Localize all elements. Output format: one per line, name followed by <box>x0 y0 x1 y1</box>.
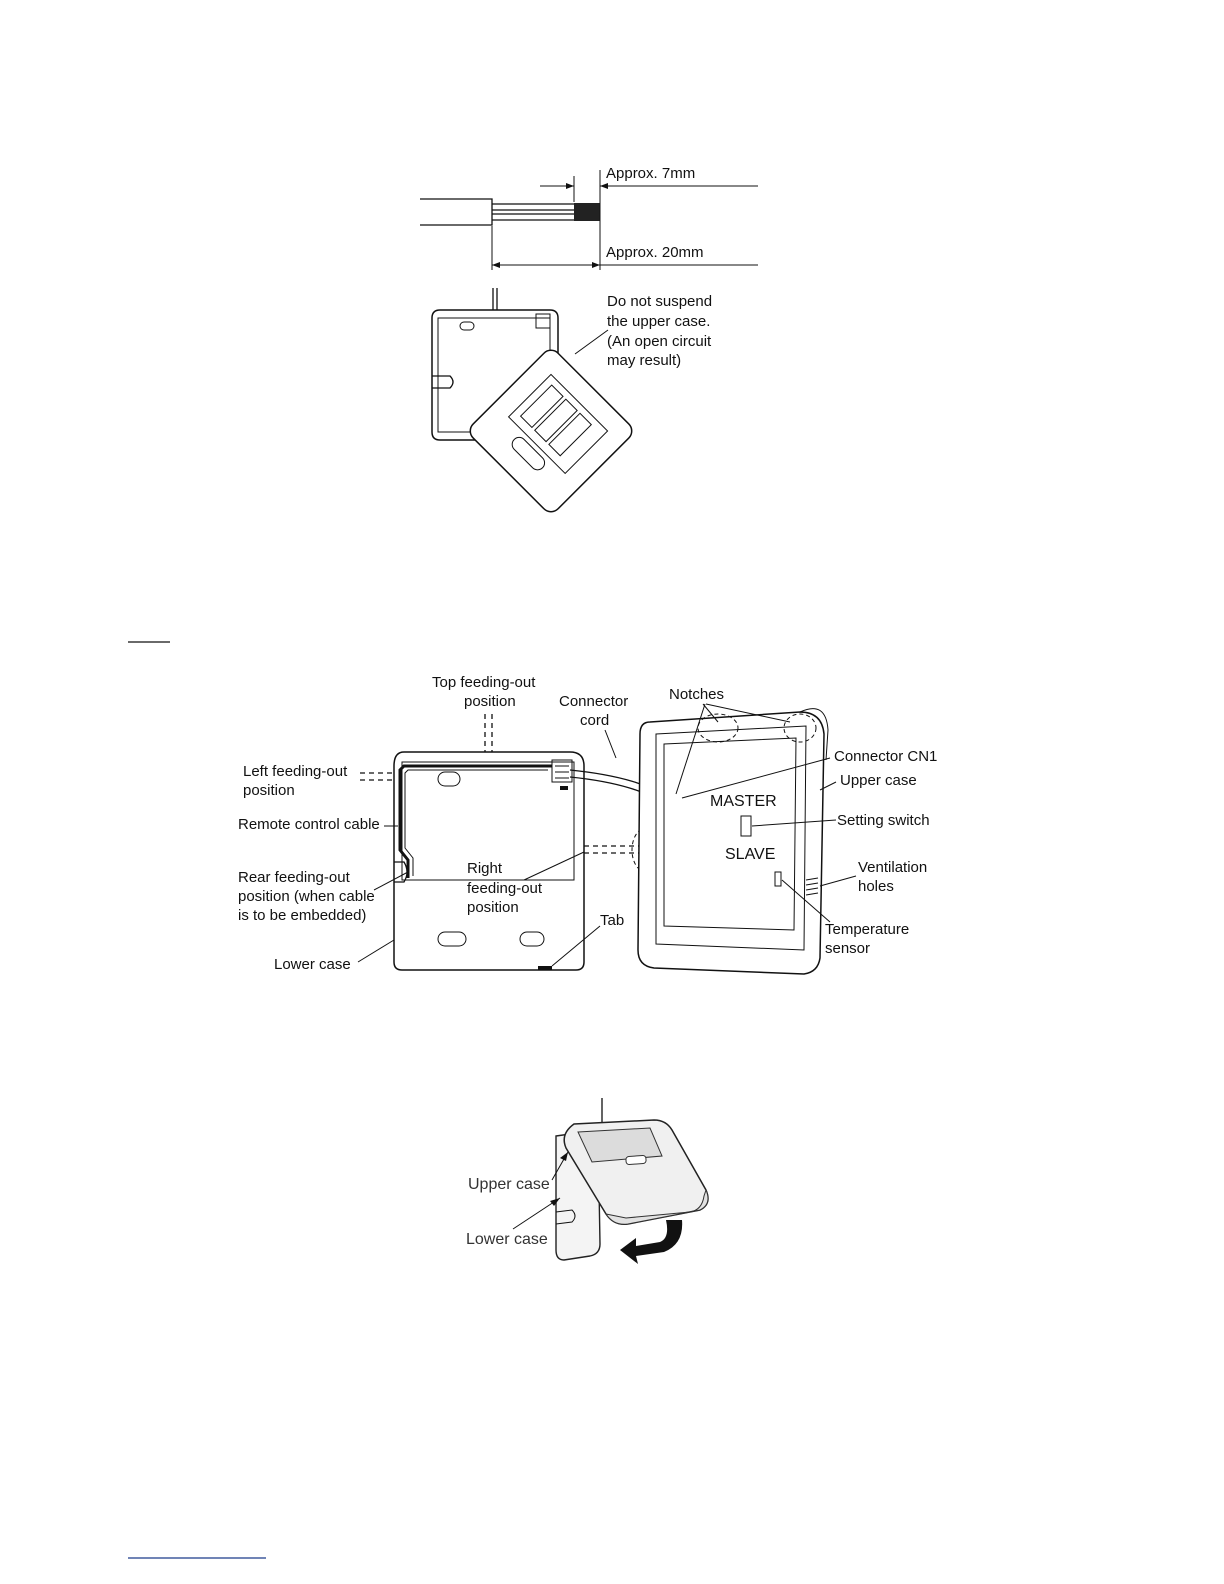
pcb-area <box>507 373 609 475</box>
leader-right-feed <box>523 851 585 881</box>
setting-switch-body <box>740 815 752 837</box>
arrowhead <box>492 262 500 268</box>
marker <box>560 786 568 790</box>
vent-slot <box>805 877 819 881</box>
leader-notch <box>675 703 706 795</box>
terminal-block <box>551 759 573 783</box>
leader-vent <box>819 875 857 887</box>
label-right-feeding-out: Right feeding-out position <box>467 860 546 916</box>
upper-case-corner-bulge <box>799 708 829 761</box>
leader-temp-sensor <box>781 879 831 923</box>
label-lower-case: Lower case <box>466 1231 548 1248</box>
upper-case <box>637 711 825 975</box>
arrowhead <box>592 262 600 268</box>
case-assembly-figure: Upper case Lower case <box>466 1098 709 1264</box>
arrowhead <box>566 183 574 189</box>
notch-circle <box>697 713 739 743</box>
lower-screw-hole-right <box>519 931 545 947</box>
suspend-warning-figure: Do not suspend the upper case. (An open … <box>431 288 716 513</box>
pcb-component <box>534 398 578 443</box>
lower-case <box>393 751 585 971</box>
temperature-sensor-body <box>774 871 782 887</box>
cable-notch <box>432 375 454 389</box>
label-setting-switch: Setting switch <box>837 812 930 829</box>
label-tab: Tab <box>600 912 624 929</box>
remote-control-cable-edge <box>404 769 548 876</box>
lcd-window <box>577 1127 663 1163</box>
leader-notch <box>702 703 719 723</box>
display-button <box>625 1155 647 1165</box>
label-approx-7mm: Approx. 7mm <box>606 165 695 182</box>
label-ventilation-holes: Ventilation holes <box>858 859 931 895</box>
leader-setting-switch <box>751 819 837 827</box>
leader-notch <box>705 703 791 723</box>
label-top-feeding-out: Top feeding-out position <box>432 674 540 710</box>
suspend-warning-note: Do not suspend the upper case. (An open … <box>607 293 716 369</box>
leader-lower-case <box>357 939 395 963</box>
label-rear-feeding-out: Rear feeding-out position (when cable is… <box>238 869 379 924</box>
label-connector-cord: Connector cord <box>559 693 632 729</box>
label-upper-case: Upper case <box>840 772 917 789</box>
upper-case-tilted <box>469 349 633 513</box>
cable-sheath <box>420 198 493 226</box>
label-approx-20mm: Approx. 20mm <box>606 244 704 261</box>
label-connector-cn1: Connector CN1 <box>834 748 937 765</box>
arrowhead <box>550 1198 560 1206</box>
cable-strip-figure: Approx. 7mm Approx. 20mm <box>420 165 758 270</box>
upper-case-body <box>469 349 633 513</box>
tab-marker <box>538 966 552 970</box>
vent-slot <box>805 882 819 886</box>
upper-case-rim <box>655 725 807 951</box>
label-remote-control-cable: Remote control cable <box>238 816 380 833</box>
arrowhead <box>600 183 608 189</box>
upper-case-pcb <box>663 737 797 931</box>
pcb-component <box>519 384 564 429</box>
connector-slot <box>511 436 546 471</box>
screw-hole <box>459 321 475 331</box>
lower-screw-hole-left <box>437 931 467 947</box>
label-upper-case: Upper case <box>468 1176 550 1193</box>
rotate-arrow-icon <box>620 1220 683 1264</box>
terminal-block <box>535 313 551 329</box>
arrowhead <box>560 1152 568 1161</box>
leader-upper-case <box>819 781 837 791</box>
upper-case-edge <box>604 1188 709 1225</box>
case-detail-figure: Top feeding-out position Connector cord … <box>238 674 937 975</box>
notch-circle <box>783 713 817 743</box>
label-lower-case: Lower case <box>274 956 351 973</box>
bare-wire-ends <box>574 203 600 221</box>
lower-screw-hole-top <box>437 771 461 787</box>
leader-tab <box>551 925 601 967</box>
label-notches: Notches <box>669 686 724 703</box>
leader-connector-cord <box>604 729 617 759</box>
label-master: MASTER <box>710 793 777 810</box>
leader-rear-feed <box>373 871 409 891</box>
label-temperature-sensor: Temperature sensor <box>825 921 913 957</box>
leader-connector-cn1 <box>681 757 831 799</box>
vent-slot <box>805 892 819 896</box>
lower-case-notch <box>555 1209 576 1225</box>
remote-control-cable <box>398 764 552 878</box>
leader-line <box>574 329 609 355</box>
vent-slot <box>805 887 819 891</box>
label-left-feeding-out: Left feeding-out position <box>243 763 351 799</box>
label-slave: SLAVE <box>725 846 775 863</box>
lower-case-inner-wall <box>401 761 575 881</box>
pcb-component <box>548 412 593 457</box>
